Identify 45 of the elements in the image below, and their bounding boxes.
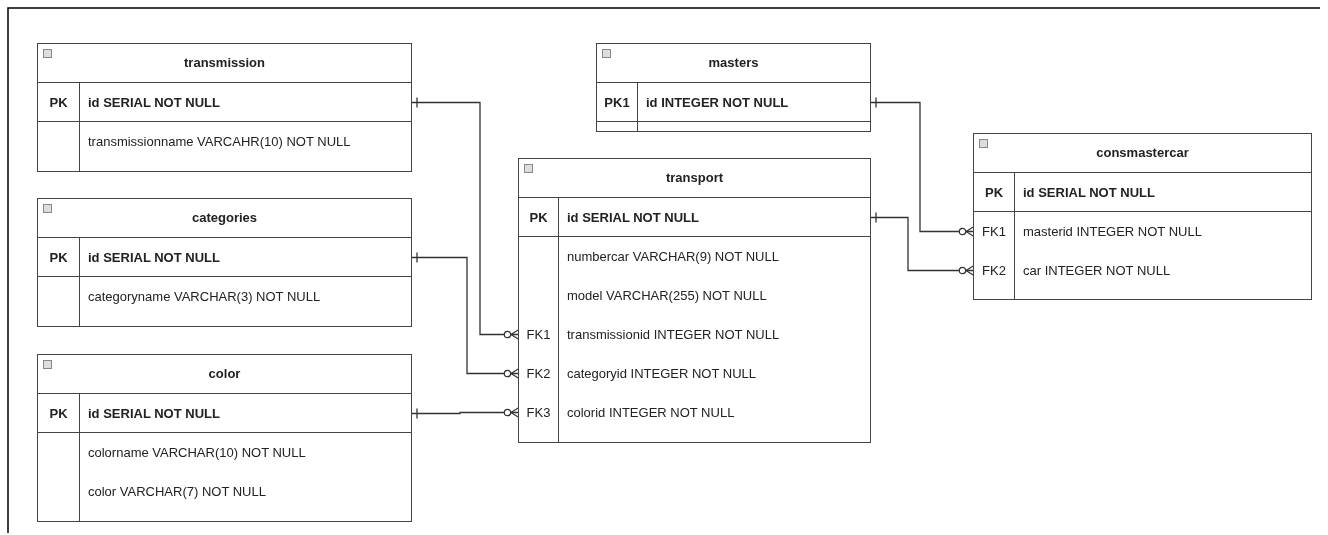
column-definition: id SERIAL NOT NULL <box>567 210 699 225</box>
key-label: FK1 <box>525 327 552 342</box>
table-title: consmastercar <box>1096 145 1189 160</box>
column-definition: numbercar VARCHAR(9) NOT NULL <box>567 249 779 264</box>
column-definition: categoryid INTEGER NOT NULL <box>567 366 757 381</box>
column-definition: id INTEGER NOT NULL <box>646 95 789 110</box>
column-definition: transmissionid INTEGER NOT NULL <box>567 327 780 342</box>
entity-table <box>518 158 871 443</box>
column-definition: id SERIAL NOT NULL <box>88 250 220 265</box>
relationship-line <box>410 96 520 341</box>
relationship-line <box>869 211 975 277</box>
column-definition: colorid INTEGER NOT NULL <box>567 405 735 420</box>
key-label: PK <box>48 406 69 421</box>
key-label: FK2 <box>981 263 1007 278</box>
column-definition: categoryname VARCHAR(3) NOT NULL <box>88 289 321 304</box>
key-label: PK <box>48 250 69 265</box>
column-definition: id SERIAL NOT NULL <box>1023 185 1155 200</box>
column-definition: model VARCHAR(255) NOT NULL <box>567 288 767 303</box>
table-title: masters <box>708 55 759 70</box>
key-label: PK <box>48 95 69 110</box>
entity-table <box>37 43 412 172</box>
column-definition: color VARCHAR(7) NOT NULL <box>88 484 266 499</box>
column-definition: colorname VARCHAR(10) NOT NULL <box>88 445 306 460</box>
table-title: categories <box>192 210 257 225</box>
key-label: PK <box>983 185 1005 200</box>
key-label: PK <box>528 210 549 225</box>
relationship-line <box>410 406 520 420</box>
column-definition: id SERIAL NOT NULL <box>88 406 220 421</box>
key-label: PK1 <box>603 95 631 110</box>
key-label: FK2 <box>525 366 552 381</box>
column-definition: id SERIAL NOT NULL <box>88 95 220 110</box>
column-definition: car INTEGER NOT NULL <box>1023 263 1171 278</box>
key-label: FK3 <box>525 405 552 420</box>
entity-table <box>37 354 412 522</box>
key-label: FK1 <box>981 224 1007 239</box>
table-title: transport <box>665 170 724 185</box>
relationship-line <box>410 251 520 380</box>
relationship-line <box>869 96 975 238</box>
column-definition: masterid INTEGER NOT NULL <box>1023 224 1202 239</box>
entity-table <box>973 133 1312 300</box>
column-definition: transmissionname VARCAHR(10) NOT NULL <box>88 134 351 149</box>
entity-table <box>596 43 871 132</box>
entity-table <box>37 198 412 327</box>
table-title: color <box>208 366 241 381</box>
table-title: transmission <box>184 55 265 70</box>
